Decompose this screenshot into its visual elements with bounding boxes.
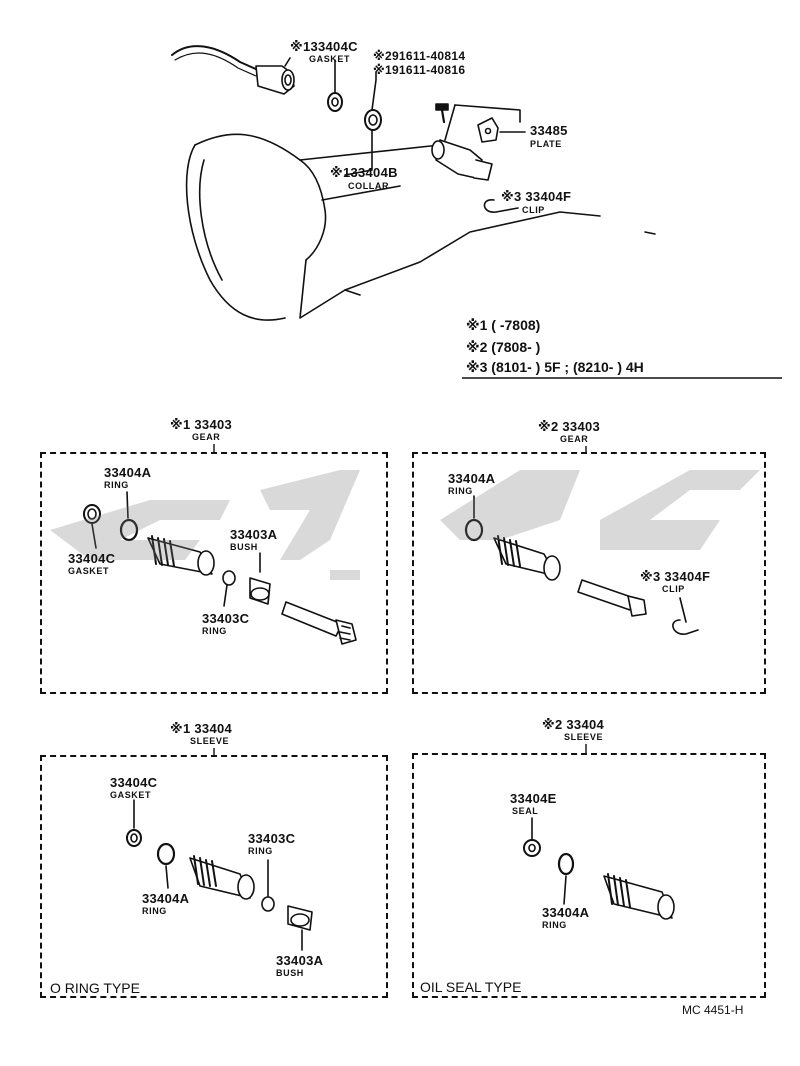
box3-part-bush-number: 33403A (276, 953, 324, 968)
box4-header-name: SLEEVE (564, 732, 604, 742)
box1-part-ring-name: RING (104, 480, 129, 490)
box4-part-ring-name: RING (542, 920, 567, 930)
part-number-collar: ※133404B (330, 165, 398, 180)
note-3: ※3 (8101- ) 5F ; (8210- ) 4H (466, 359, 644, 375)
box3-sleeve-o-ring (40, 755, 388, 998)
box1-header-number: ※1 33403 (170, 417, 233, 432)
box3-part-bush-name: BUSH (276, 968, 304, 978)
part-name-collar: COLLAR (348, 181, 390, 191)
part-number-clip-top: ※3 33404F (501, 189, 572, 204)
box3-type-label: O RING TYPE (50, 980, 140, 996)
box2-header-name: GEAR (560, 434, 589, 444)
box2-part-ring-name: RING (448, 486, 473, 496)
part-number-bolt-2: ※291611-40814 (373, 49, 466, 63)
part-name-plate: PLATE (530, 139, 562, 149)
box4-type-label: OIL SEAL TYPE (420, 979, 522, 995)
box3-part-ring-c-name: RING (248, 846, 273, 856)
box4-header-number: ※2 33404 (542, 717, 605, 732)
box3-part-gasket-name: GASKET (110, 790, 152, 800)
note-2: ※2 (7808- ) (466, 339, 541, 355)
box2-part-ring-number: 33404A (448, 471, 496, 486)
box4-sleeve-oil-seal (412, 753, 766, 998)
box1-part-bush-number: 33403A (230, 527, 278, 542)
box1-part-ring-number: 33404A (104, 465, 152, 480)
box3-part-ring-a-number: 33404A (142, 891, 190, 906)
part-number-gasket-top: ※133404C (290, 39, 358, 54)
box1-part-ring-c-number: 33403C (202, 611, 250, 626)
box1-part-bush-name: BUSH (230, 542, 258, 552)
box1-gear-assembly (40, 452, 388, 694)
box3-part-gasket-number: 33404C (110, 775, 158, 790)
note-1: ※1 ( -7808) (466, 317, 541, 333)
diagram-code: MC 4451-H (682, 1003, 744, 1017)
box4-part-seal-number: 33404E (510, 791, 557, 806)
box1-header-name: GEAR (192, 432, 221, 442)
part-name-gasket-top: GASKET (309, 54, 351, 64)
part-number-plate: 33485 (530, 123, 568, 138)
box1-part-gasket-name: GASKET (68, 566, 110, 576)
box1-part-gasket-number: 33404C (68, 551, 116, 566)
box2-header-number: ※2 33403 (538, 419, 601, 434)
box2-part-clip-number: ※3 33404F (640, 569, 711, 584)
box3-header-name: SLEEVE (190, 736, 230, 746)
box2-part-clip-name: CLIP (662, 584, 685, 594)
box3-part-ring-a-name: RING (142, 906, 167, 916)
box3-part-ring-c-number: 33403C (248, 831, 296, 846)
part-name-clip-top: CLIP (522, 205, 545, 215)
box1-part-ring-c-name: RING (202, 626, 227, 636)
box2-gear-assembly (412, 452, 766, 694)
box4-part-ring-number: 33404A (542, 905, 590, 920)
box3-header-number: ※1 33404 (170, 721, 233, 736)
part-number-bolt-1: ※191611-40816 (373, 63, 466, 77)
box4-part-seal-name: SEAL (512, 806, 539, 816)
